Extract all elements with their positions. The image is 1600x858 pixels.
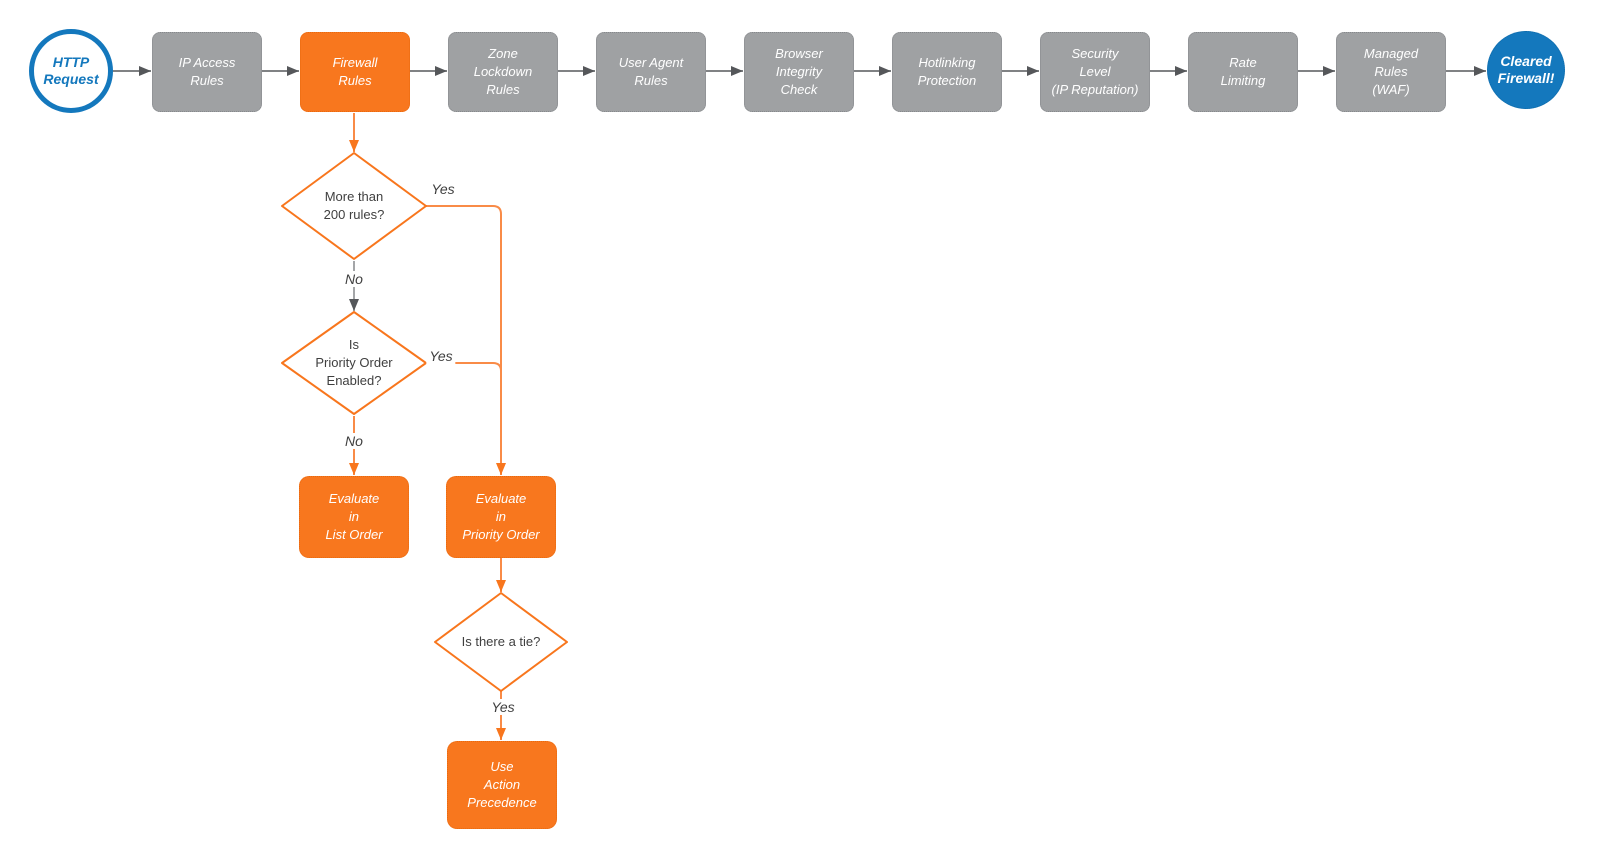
node-evaluate-in-priority-order: Evaluate in Priority Order xyxy=(446,476,556,558)
edge-label-yes-decision2: Yes xyxy=(426,348,456,364)
edge-label-no-decision1: No xyxy=(342,271,366,287)
decision-is-there-a-tie-label: Is there a tie? xyxy=(461,634,541,649)
node-rate-limiting: Rate Limiting xyxy=(1188,32,1298,112)
node-ip-access-rules: IP Access Rules xyxy=(152,32,262,112)
decision-more-than-200-rules-label: More than 200 rules? xyxy=(323,189,385,222)
decision-priority-order-enabled-label: Is Priority Order Enabled? xyxy=(315,337,393,388)
node-use-action-precedence: Use Action Precedence xyxy=(447,741,557,829)
node-firewall-rules: Firewall Rules xyxy=(300,32,410,112)
node-cleared-firewall: Cleared Firewall! xyxy=(1487,31,1565,109)
node-hotlinking-protection: Hotlinking Protection xyxy=(892,32,1002,112)
node-managed-rules-waf: Managed Rules (WAF) xyxy=(1336,32,1446,112)
decision-is-there-a-tie xyxy=(434,592,568,692)
node-security-level-ip-reputation: Security Level (IP Reputation) xyxy=(1040,32,1150,112)
edge-decision1-yes xyxy=(426,205,506,475)
edge-decision2-yes xyxy=(426,362,502,372)
node-zone-lockdown-rules: Zone Lockdown Rules xyxy=(448,32,558,112)
decision-tree-edges xyxy=(349,113,506,740)
edge-label-no-decision2: No xyxy=(342,433,366,449)
decision-priority-order-enabled xyxy=(281,311,427,415)
decision-diamonds xyxy=(281,152,568,692)
node-evaluate-in-list-order: Evaluate in List Order xyxy=(299,476,409,558)
node-user-agent-rules: User Agent Rules xyxy=(596,32,706,112)
node-http-request: HTTP Request xyxy=(29,29,113,113)
edge-label-yes-decision3: Yes xyxy=(488,699,518,715)
node-browser-integrity-check: Browser Integrity Check xyxy=(744,32,854,112)
edge-label-yes-decision1: Yes xyxy=(428,181,458,197)
decision-more-than-200-rules xyxy=(281,152,427,260)
